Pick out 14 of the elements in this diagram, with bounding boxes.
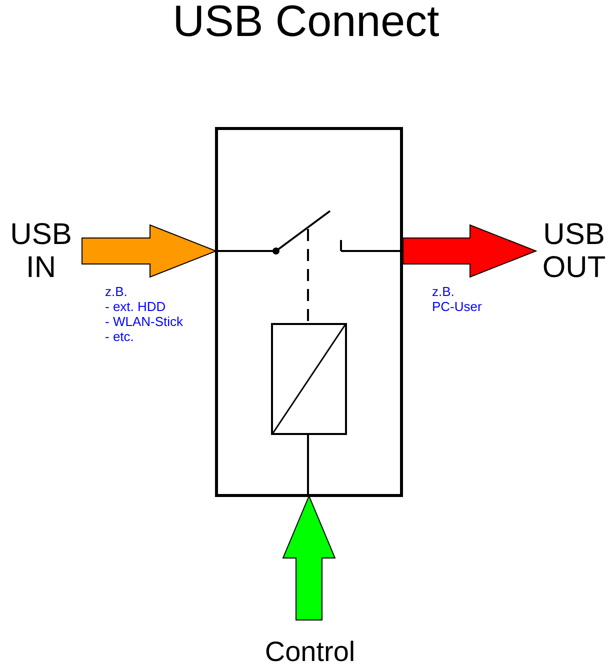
title: USB Connect <box>172 0 440 48</box>
note-text: - WLAN-Stick <box>105 314 183 329</box>
node-label: USB OUT <box>541 218 607 284</box>
note-text: z.B. <box>105 284 128 299</box>
note-text: PC-User <box>432 299 482 314</box>
block-arrow <box>82 224 218 278</box>
node-label: USB IN <box>9 218 73 284</box>
note-text: - ext. HDD <box>105 299 166 314</box>
block-arrow <box>402 224 538 278</box>
note-text: - etc. <box>105 329 134 344</box>
node-label: Control <box>264 637 356 668</box>
note-text: z.B. <box>432 284 454 299</box>
block-arrow <box>282 494 336 620</box>
switch-box <box>215 127 403 497</box>
